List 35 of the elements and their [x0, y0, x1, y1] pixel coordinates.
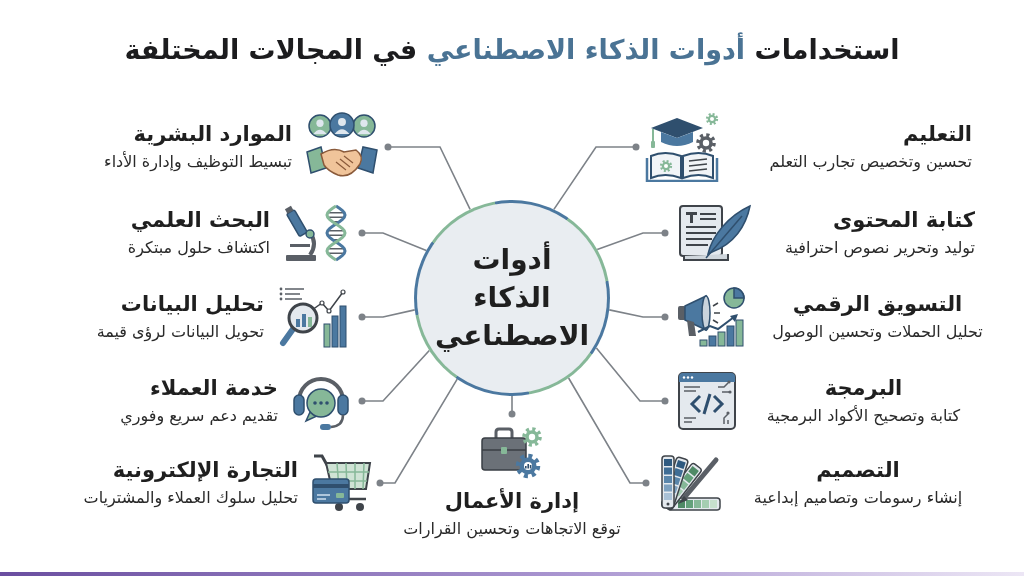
- connector-line: [596, 229, 669, 251]
- topic-description: تحويل البيانات لرؤى قيمة: [96, 321, 264, 344]
- topic-description: تبسيط التوظيف وإدارة الأداء: [104, 150, 292, 174]
- topic-description: كتابة وتصحيح الأكواد البرمجية: [766, 404, 961, 428]
- topic-description: توليد وتحرير نصوص احترافية: [784, 237, 975, 260]
- topic-description: اكتشاف حلول مبتكرة: [127, 237, 270, 260]
- connector-line: [567, 377, 650, 487]
- connector-line: [376, 378, 458, 487]
- topic-description: تقديم دعم سريع وفوري: [120, 405, 278, 428]
- connector-line: [384, 143, 471, 211]
- topic-heading: إدارة الأعمال: [444, 487, 580, 515]
- topic-heading: كتابة المحتوى: [833, 207, 975, 234]
- topic-heading: خدمة العملاء: [150, 375, 278, 402]
- connector-line: [595, 347, 669, 405]
- connector-line: [358, 309, 416, 321]
- topic-heading: التجارة الإلكترونية: [112, 457, 298, 484]
- topic-heading: البرمجة: [824, 375, 903, 402]
- topic-description: توقع الاتجاهات وتحسين القرارات: [403, 518, 621, 541]
- topic-heading: التعليم: [902, 121, 972, 148]
- topic-description: تحليل الحملات وتحسين الوصول: [772, 321, 983, 344]
- topic-heading: التصميم: [816, 457, 900, 484]
- topic-heading: تحليل البيانات: [120, 291, 264, 318]
- topic-description: تحليل سلوك العملاء والمشتريات: [83, 487, 298, 510]
- topic-description: تحسين وتخصيص تجارب التعلم: [769, 151, 972, 174]
- connector-line: [358, 349, 431, 405]
- page-title: استخدامات أدوات الذكاء الاصطناعي في المجالات المختلفة: [124, 31, 900, 68]
- connector-line: [358, 229, 428, 252]
- topic-heading: التسويق الرقمي: [792, 291, 963, 318]
- connector-line: [553, 143, 640, 211]
- topic-description: إنشاء رسومات وتصاميم إبداعية: [753, 487, 963, 510]
- topic-heading: البحث العلمي: [130, 207, 270, 234]
- hub-label: أدوات الذكاء الاصطناعي: [434, 241, 590, 354]
- topic-heading: الموارد البشرية: [133, 121, 292, 148]
- connector-line: [508, 395, 516, 418]
- connector-line: [608, 309, 669, 321]
